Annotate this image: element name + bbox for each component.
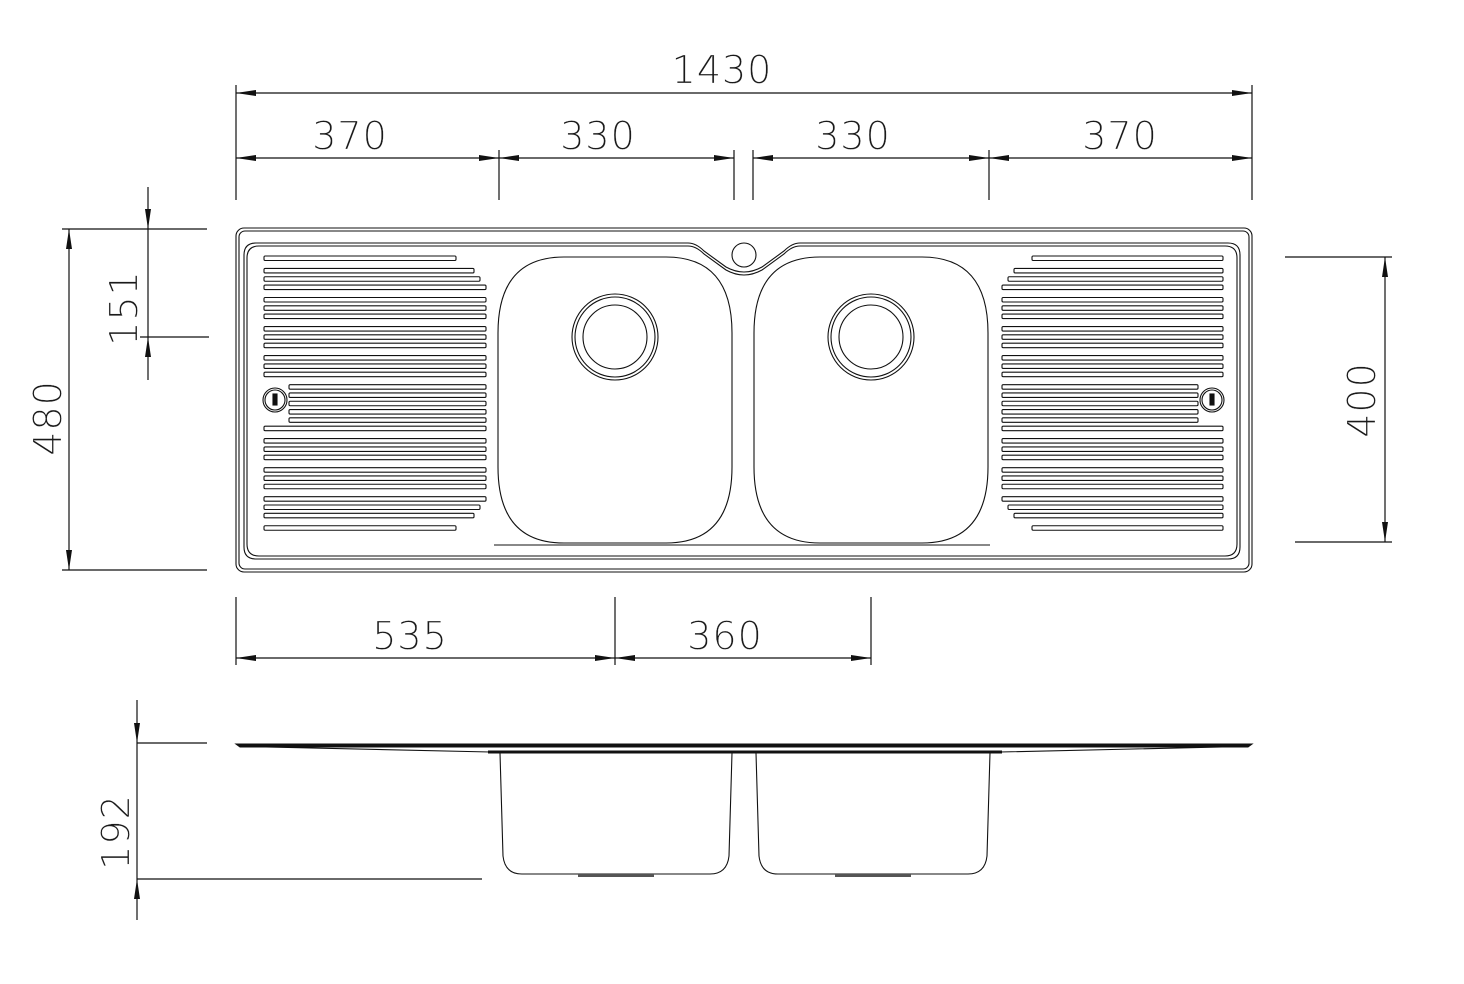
drainer-groove [1001,467,1224,473]
drainer-groove [288,417,487,423]
drainer-groove [1001,371,1224,378]
drainer-groove [1001,438,1224,444]
overall-width-dimension [235,85,1253,200]
drainer-groove [1001,408,1199,415]
bowl-height-dimension [134,700,482,920]
drainer-groove [263,363,487,369]
overall-depth-label: 480 [26,380,70,456]
bowl-profile-1 [499,752,733,877]
right-drainer-width-label: 370 [1082,114,1158,158]
waste-outlet [571,293,659,381]
drainer-groove [263,325,487,332]
drainer-groove [263,483,487,490]
bowl-profile-2 [755,752,991,877]
inner-deck-outline [246,245,1238,557]
drainer-groove [288,384,487,390]
drainer-groove [263,355,487,361]
drainer-groove [288,392,487,399]
bowl-centre-spacing-label: 360 [687,614,763,658]
bowl-position-dimensions [235,597,872,665]
drainer-groove [263,496,487,502]
drainer-groove [263,267,475,274]
drainer-groove [263,255,457,262]
drainer-groove [1001,384,1199,390]
tap-hole-offset-label: 151 [102,270,146,346]
drainer-groove [1001,483,1224,490]
drainer-groove [1001,363,1224,369]
edge-to-bowl-centre-label: 535 [372,614,448,658]
drainer-groove [263,342,487,349]
drainer-groove [1013,512,1224,519]
drainer-groove [288,400,487,407]
outer-rim [235,227,1253,573]
drainer-groove [263,296,487,303]
drainer-groove [1001,305,1224,311]
sink-side-view [234,743,1254,877]
deck-profile [234,743,1254,748]
drainer-groove [1001,425,1224,432]
drainer-groove [1001,392,1199,399]
inner-deck-outline [243,242,1241,560]
drainer-groove [263,276,481,282]
overall-width-label: 1430 [671,48,773,92]
drainer-groove [1001,325,1224,332]
drainer-groove [263,284,487,291]
drainer-groove [263,525,457,531]
bowl-depth-label: 400 [1340,362,1384,438]
drainer-groove [263,425,487,432]
bowl-height-label: 192 [94,794,138,870]
bowl-depth-dimension [1285,256,1392,543]
drainer-groove [1001,334,1224,340]
drainer-groove [263,438,487,444]
drainer-right [1001,255,1225,531]
drainer-groove [1001,342,1224,349]
waste-fitting [578,874,654,877]
drainer-groove [1001,446,1224,452]
drainer-groove [263,371,487,378]
waste-fitting [835,874,911,877]
drainer-groove [263,313,487,320]
overflow-right [1199,387,1225,413]
overall-depth-dimension [62,228,207,571]
overflow-left [262,387,288,413]
drainer-groove [1001,313,1224,320]
drainer-groove [263,512,475,519]
left-bowl-width-label: 330 [560,114,636,158]
drainer-groove [288,408,487,415]
tap-hole [731,242,757,268]
drainer-groove [1001,355,1224,361]
drainer-groove [263,334,487,340]
drainer-groove [263,454,487,461]
left-drainer-width-label: 370 [312,114,388,158]
drainer-groove [1001,417,1199,423]
drainer-groove [263,504,481,511]
drainer-groove [1031,525,1224,531]
drainer-groove [263,467,487,473]
drainer-groove [1001,475,1224,482]
bowl-1 [497,256,733,544]
drainer-groove [1001,296,1224,303]
bowl-2 [753,256,989,544]
drainer-groove [1007,276,1224,282]
drainer-groove [1001,400,1199,407]
sink-plan-view [235,227,1253,573]
drainer-left [262,255,487,531]
right-bowl-width-label: 330 [815,114,891,158]
drainer-groove [263,475,487,482]
drainer-groove [1007,504,1224,511]
segment-width-dimensions [236,150,1252,200]
drainer-groove [1031,255,1224,262]
drainer-groove [1001,496,1224,502]
drainer-groove [1013,267,1224,274]
drainer-groove [1001,454,1224,461]
drainer-groove [1001,284,1224,291]
drainer-groove [263,305,487,311]
waste-outlet [827,293,915,381]
drainer-groove [263,446,487,452]
tap-hole-offset-dimension [140,187,209,380]
